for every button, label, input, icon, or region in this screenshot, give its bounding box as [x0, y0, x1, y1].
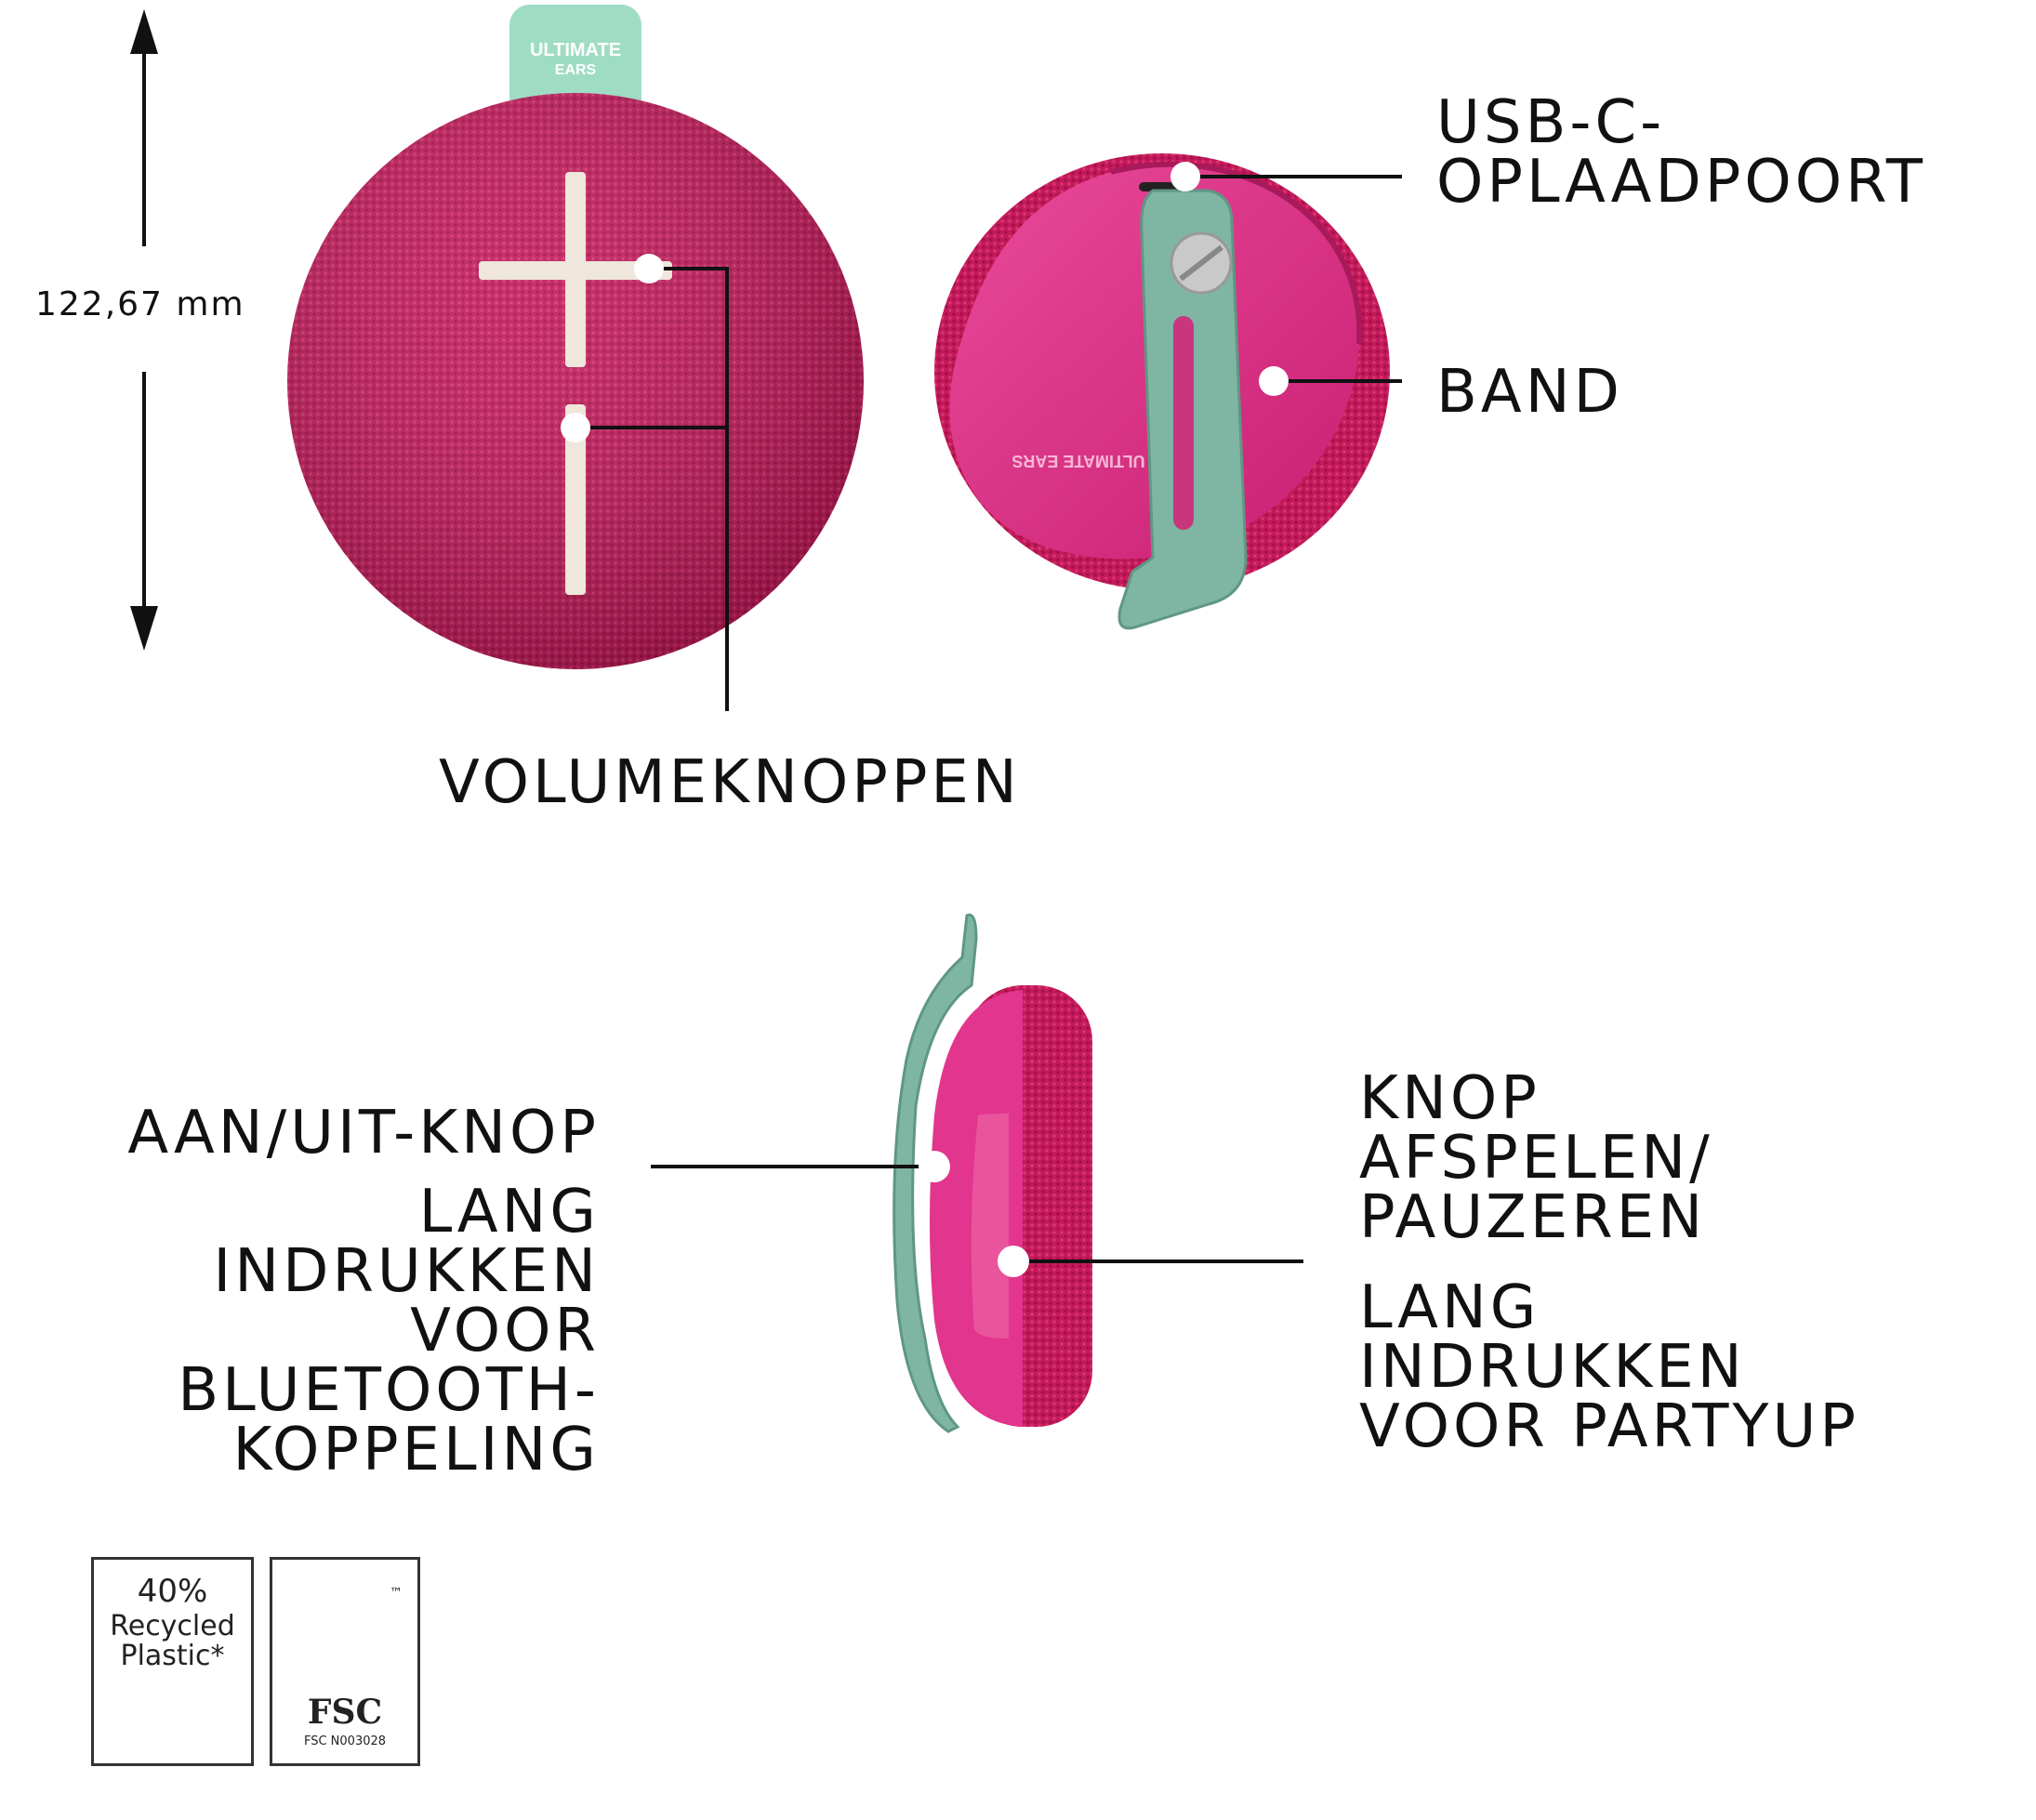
speaker-profile-view: [892, 913, 1092, 1433]
power-button-label: AAN/UIT-KNOP: [127, 1099, 600, 1167]
volume-plus-dot: [634, 254, 664, 284]
volume-minus-dot: [561, 413, 590, 442]
recycled-percent: 40%: [137, 1573, 208, 1610]
band-dot: [1259, 366, 1289, 396]
recycled-line2: Plastic*: [120, 1640, 225, 1672]
back-brand-text: ULTIMATE EARS: [1011, 452, 1144, 470]
volume-buttons-label: VOLUMEKNOPPEN: [439, 748, 1021, 817]
recycled-line1: Recycled: [110, 1610, 235, 1642]
power-button-detail: LANG INDRUKKEN VOOR BLUETOOTH- KOPPELING: [178, 1178, 600, 1484]
play-pause-label: KNOP AFSPELEN/ PAUZEREN: [1359, 1064, 1713, 1252]
svg-text:EARS: EARS: [555, 62, 597, 78]
callout-lines: [576, 175, 1402, 1263]
volume-minus-icon: [565, 404, 586, 595]
play-pause-dot: [998, 1246, 1029, 1277]
usb-port-label: USB-C- OPLAADPOORT: [1436, 88, 1926, 217]
fsc-tm: ™: [390, 1586, 403, 1601]
fsc-name: FSC: [307, 1693, 383, 1732]
volume-plus-icon: [479, 172, 672, 367]
usb-port-dot: [1170, 162, 1200, 191]
speaker-back-view: ULTIMATE EARS: [934, 153, 1390, 630]
height-dimension-label: 122,67 mm: [35, 285, 245, 323]
height-dimension-arrow: [130, 9, 158, 651]
power-button-dot: [919, 1151, 950, 1182]
band-label: BAND: [1436, 358, 1623, 427]
fsc-badge: ™ FSC FSC N003028: [270, 1557, 420, 1766]
recycled-plastic-badge: 40% Recycled Plastic*: [91, 1557, 254, 1766]
play-pause-detail: LANG INDRUKKEN VOOR PARTYUP: [1359, 1273, 1859, 1461]
callout-dots: [561, 162, 1289, 1277]
profile-strap: [892, 913, 978, 1433]
tab-brand-text: ULTIMATE: [530, 40, 621, 60]
speaker-front-view: ULTIMATE EARS: [287, 5, 864, 669]
fsc-code: FSC N003028: [303, 1734, 387, 1748]
